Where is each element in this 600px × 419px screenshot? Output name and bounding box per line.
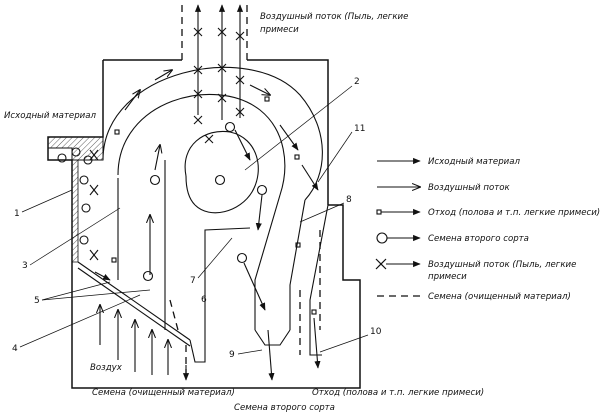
legend-air-flow: Воздушный поток: [428, 183, 510, 193]
clean-seed-paths: [169, 230, 321, 381]
callout-5: 5: [34, 296, 40, 306]
source-material-paths: [57, 147, 111, 281]
air-out-label-2: примеси: [260, 25, 299, 35]
second-grade-seeds-label: Семена второго сорта: [234, 403, 335, 413]
source-material-label: Исходный материал: [4, 111, 97, 121]
air-channel-arc: [102, 66, 323, 346]
second-grade-seed-paths: [142, 121, 275, 381]
callout-4: 4: [12, 344, 18, 354]
waste-label: Отход (полова и т.п. легкие примеси): [312, 388, 484, 398]
callout-9: 9: [229, 350, 235, 360]
leader-lines: [19, 85, 369, 355]
legend-waste: Отход (полова и т.п. легкие примеси): [428, 208, 600, 218]
callout-3: 3: [22, 261, 28, 271]
legend-source: Исходный материал: [428, 157, 521, 167]
waste-paths: [111, 96, 321, 369]
callout-8: 8: [346, 195, 352, 205]
legend-air-dust: Воздушный поток (Пыль, легкие: [428, 260, 576, 270]
clean-seeds-label: Семена (очищенный материал): [92, 388, 235, 398]
legend-second-grade: Семена второго сорта: [428, 234, 529, 244]
partition-wall: [204, 227, 251, 300]
callout-10: 10: [370, 327, 382, 337]
callout-11: 11: [354, 124, 365, 134]
air-flow-arrows: [100, 70, 270, 375]
air-out-label: Воздушный поток (Пыль, легкие: [260, 12, 408, 22]
legend-icons: [375, 157, 420, 297]
callout-6: 6: [201, 295, 207, 305]
callout-1: 1: [14, 209, 20, 219]
air-outflow-arrows: [181, 4, 248, 144]
callout-2: 2: [354, 77, 360, 87]
callout-7: 7: [190, 276, 196, 286]
legend-air-dust-2: примеси: [428, 272, 467, 282]
fan-housing: [184, 130, 259, 214]
legend-clean-seeds: Семена (очищенный материал): [428, 292, 571, 302]
air-in-label: Воздух: [90, 363, 123, 373]
waste-collector: [309, 204, 329, 356]
sieve-plate: [77, 160, 206, 363]
